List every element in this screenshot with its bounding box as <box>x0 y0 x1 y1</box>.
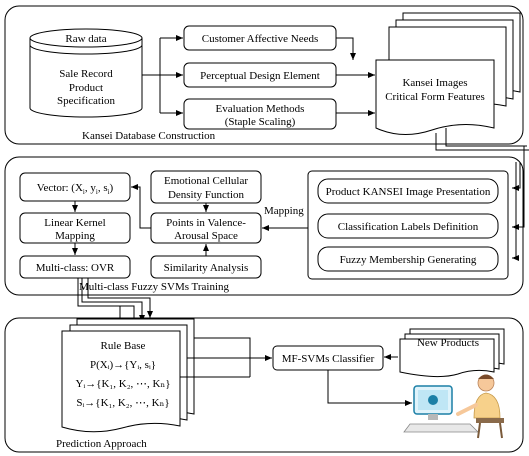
specification-label: Specification <box>57 95 116 107</box>
vector-label: Vector: (Xi, yi, si) <box>37 182 114 196</box>
training-to-rules-line-a <box>87 278 153 318</box>
classifier-to-user-arrow <box>327 370 412 406</box>
sale-record-label: Sale Record <box>59 68 113 80</box>
evaluation-label-2: (Staple Scaling) <box>225 116 296 128</box>
rule-1: P(Xᵢ)→{Yᵢ, sᵢ} <box>90 359 156 371</box>
fuzzy-label: Fuzzy Membership Generating <box>340 254 477 266</box>
classifier-label: MF-SVMs Classifier <box>282 353 375 365</box>
points-to-vector-arrow <box>131 184 151 229</box>
kansei-images-label: Kansei Images <box>402 77 467 89</box>
emotional-density-label-2: Density Function <box>168 189 245 201</box>
customer-needs-label: Customer Affective Needs <box>202 33 319 45</box>
perceptual-label: Perceptual Design Element <box>200 70 320 82</box>
rules-merge-lines <box>180 337 251 378</box>
fuzzy-box <box>317 246 499 272</box>
evaluation-box <box>183 98 337 130</box>
points-va-label-2: Arousal Space <box>174 230 238 242</box>
panel-prediction <box>4 317 524 453</box>
mapping-label: Mapping <box>264 205 304 217</box>
classification-box <box>317 213 499 239</box>
emotional-density-label-1: Emotional Cellular <box>164 175 248 187</box>
kansei-presentation-box <box>317 178 499 204</box>
evaluation-label-1: Evaluation Methods <box>216 103 305 115</box>
points-va-label-1: Points in Valence- <box>166 217 246 229</box>
panel3-caption: Prediction Approach <box>56 438 147 450</box>
docs-down-line-a <box>435 133 529 151</box>
panel-kansei-database <box>4 5 524 145</box>
linear-kernel-label-1: Linear Kernel <box>44 217 105 229</box>
rule-3: Sᵢ→{K₁, K₂, ⋯, Kₙ} <box>76 397 169 409</box>
multiclass-box <box>19 255 131 279</box>
new-products-label: New Products <box>417 337 479 349</box>
user-at-computer-icon <box>403 374 504 439</box>
db-branch-lines <box>142 37 183 114</box>
rule-2: Yᵢ→{K₁, K₂, ⋯, Kₙ} <box>75 378 170 390</box>
panel1-caption: Kansei Database Construction <box>82 130 216 142</box>
similarity-label: Similarity Analysis <box>164 262 249 274</box>
product-label: Product <box>69 82 103 94</box>
docs-down-line-b <box>445 128 527 147</box>
critical-form-label: Critical Form Features <box>385 91 485 103</box>
panel2-caption: Multi-class Fuzzy SVMs Training <box>79 281 230 293</box>
kansei-presentation-label: Product KANSEI Image Presentation <box>326 186 491 198</box>
linear-kernel-label-2: Mapping <box>55 230 95 242</box>
rule-base-title: Rule Base <box>101 340 146 352</box>
multiclass-label: Multi-class: OVR <box>36 262 115 274</box>
raw-data-label: Raw data <box>65 33 106 45</box>
rule-base-document-stack <box>61 318 195 433</box>
kansei-document-stack <box>375 12 521 135</box>
database-icon <box>29 28 143 118</box>
classification-label: Classification Labels Definition <box>338 221 479 233</box>
panel-svm-training <box>4 156 524 296</box>
needs-to-kansei-arrow <box>336 37 356 60</box>
new-products-stack <box>399 328 505 378</box>
